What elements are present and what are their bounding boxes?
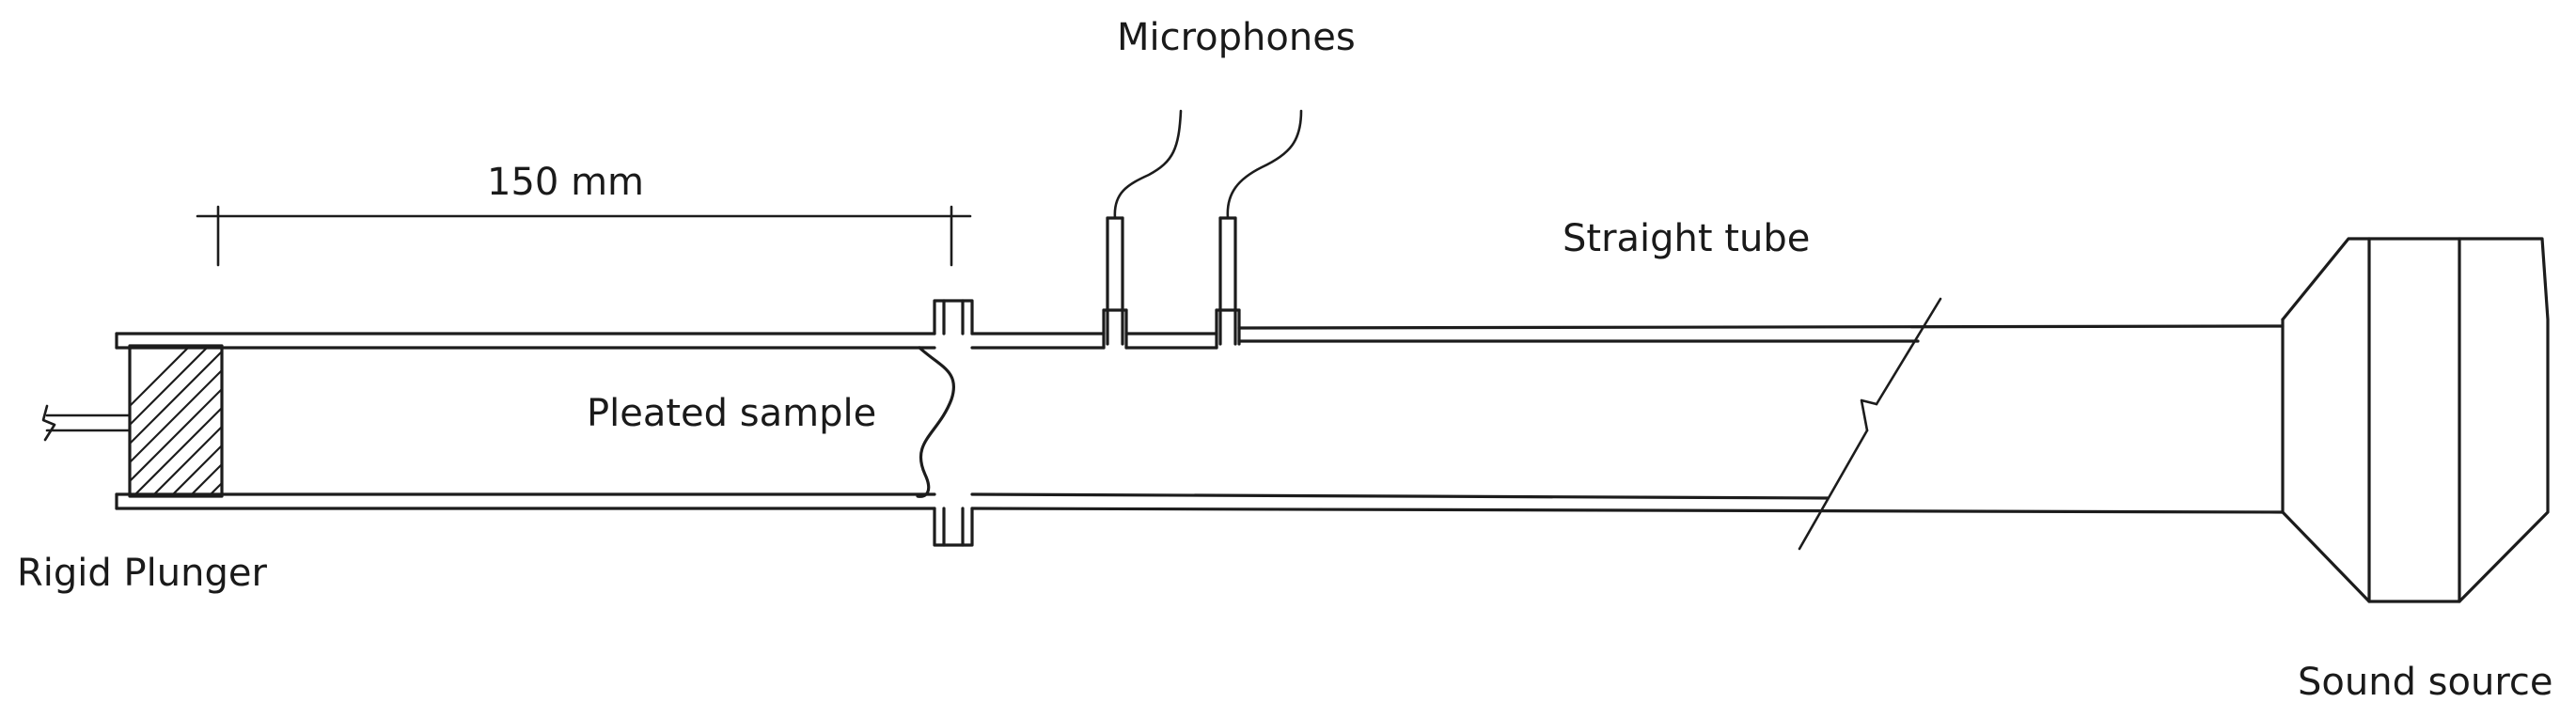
tube-lower-wall [115, 492, 2285, 514]
straight-tube-label: Straight tube [1563, 217, 1811, 260]
rigid-plunger [128, 344, 224, 498]
plunger-rod [41, 404, 132, 442]
microphone-1-cable [1113, 109, 1183, 220]
pleated-sample [916, 346, 956, 498]
sound-source [2281, 237, 2550, 603]
pleated-sample-label: Pleated sample [587, 392, 877, 435]
microphones-label: Microphones [1117, 16, 1356, 59]
tube-upper-wall [115, 324, 2285, 350]
dimension-line [196, 205, 972, 267]
tube-break-symbol [1798, 297, 1942, 551]
rigid-plunger-label: Rigid Plunger [17, 552, 267, 595]
sample-holder-flange [933, 299, 974, 547]
microphone-2-cable [1226, 109, 1303, 220]
microphone-1 [1102, 216, 1128, 350]
dimension-label: 150 mm [487, 161, 644, 204]
sound-source-label: Sound source [2298, 661, 2553, 704]
microphone-2 [1215, 216, 1241, 350]
